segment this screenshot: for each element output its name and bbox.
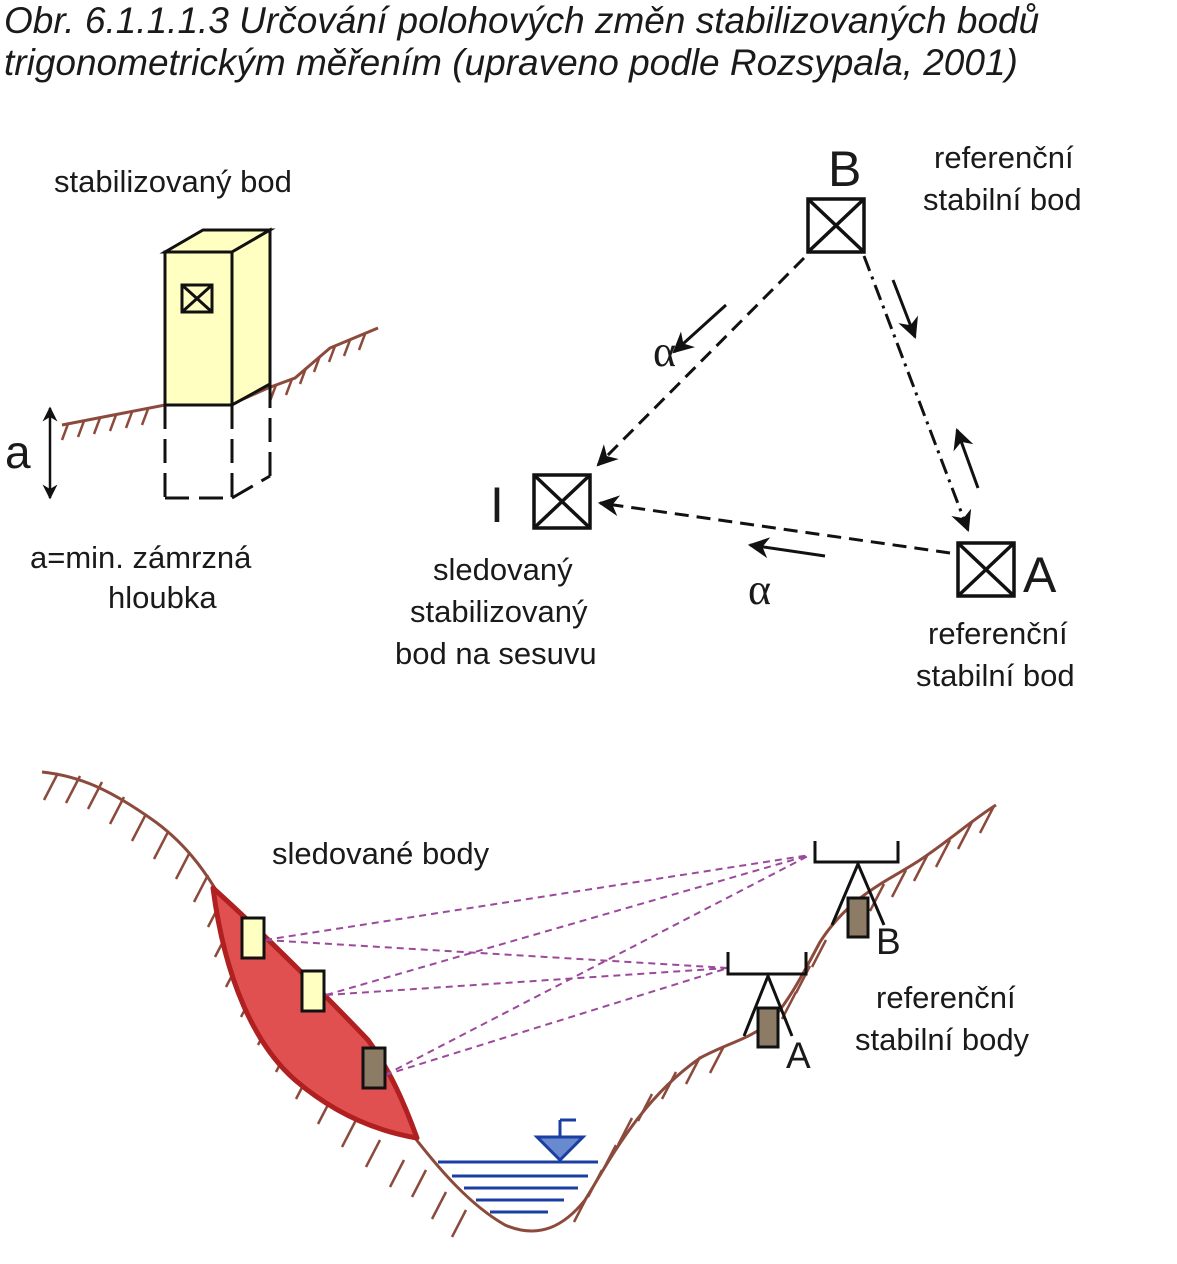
- ref-point-b-line-1: referenční: [934, 140, 1074, 175]
- point-a-marker-icon: [956, 541, 1016, 598]
- tracked-point-marker-2: [300, 969, 326, 1013]
- depth-note-line-1: a=min. zámrzná: [30, 540, 252, 575]
- caption-line-2: trigonometrickým měřením (upraveno podle…: [4, 42, 1018, 83]
- side-arrow-up: [953, 428, 980, 489]
- pillar-mark-icon: [180, 283, 214, 314]
- point-b-label: B: [828, 141, 861, 197]
- caption-line-1: Obr. 6.1.1.1.3 Určování polohových změn …: [4, 0, 1040, 41]
- water-symbol-icon: [438, 1118, 598, 1214]
- point-b-marker-icon: [806, 197, 866, 254]
- point-i-label: I: [490, 477, 504, 533]
- valley-ground-line: [41, 770, 997, 1233]
- station-b-label: B: [876, 921, 901, 962]
- tracked-point-line-2: stabilizovaný: [410, 594, 588, 629]
- depth-symbol: a: [5, 426, 31, 478]
- valley-profile: sledované body B A referenční stabilní b…: [41, 770, 1030, 1238]
- tracked-point-marker-3: [361, 1046, 387, 1090]
- pillar-buried-part: [163, 384, 272, 500]
- tracked-point-marker-1: [240, 916, 266, 960]
- measurement-sight-lines: [264, 854, 811, 1076]
- angle-arrow-bottom: [747, 537, 826, 559]
- reference-points-line-1: referenční: [876, 980, 1016, 1015]
- reference-station-a-icon: [726, 952, 808, 1049]
- benchmark-title: stabilizovaný bod: [54, 164, 292, 199]
- sight-line-b-to-i: [596, 256, 806, 467]
- ref-point-a-line-2: stabilní bod: [916, 658, 1075, 693]
- depth-note-line-2: hloubka: [108, 580, 217, 615]
- angle-arrow-top: [672, 303, 728, 354]
- sight-line-b-to-a: [862, 255, 972, 532]
- tracked-point-line-3: bod na sesuvu: [395, 636, 597, 671]
- tracked-point-line-1: sledovaný: [433, 552, 573, 587]
- angle-symbol-top: α: [653, 327, 676, 376]
- point-a-label: A: [1023, 547, 1057, 603]
- sight-line-a-to-i: [597, 495, 951, 555]
- benchmark-illustration: a stabilizovaný bod a=min. zámrzná hloub…: [5, 164, 379, 615]
- ref-point-a-line-1: referenční: [928, 616, 1068, 651]
- ref-point-b-line-2: stabilní bod: [923, 182, 1082, 217]
- reference-station-b-icon: [813, 841, 900, 939]
- angle-symbol-bottom: α: [748, 565, 771, 614]
- side-arrow-down: [891, 279, 918, 339]
- tracked-points-label: sledované body: [272, 836, 490, 871]
- reference-points-line-2: stabilní body: [855, 1022, 1030, 1057]
- triangulation-scheme: B A I α α referenční stabilní bod refere…: [395, 140, 1082, 693]
- station-a-label: A: [786, 1035, 811, 1076]
- pillar-side-face: [230, 227, 272, 408]
- figure-caption: Obr. 6.1.1.1.3 Určování polohových změn …: [0, 0, 1177, 84]
- point-i-marker-icon: [532, 473, 592, 530]
- pillar-front-face: [163, 250, 234, 407]
